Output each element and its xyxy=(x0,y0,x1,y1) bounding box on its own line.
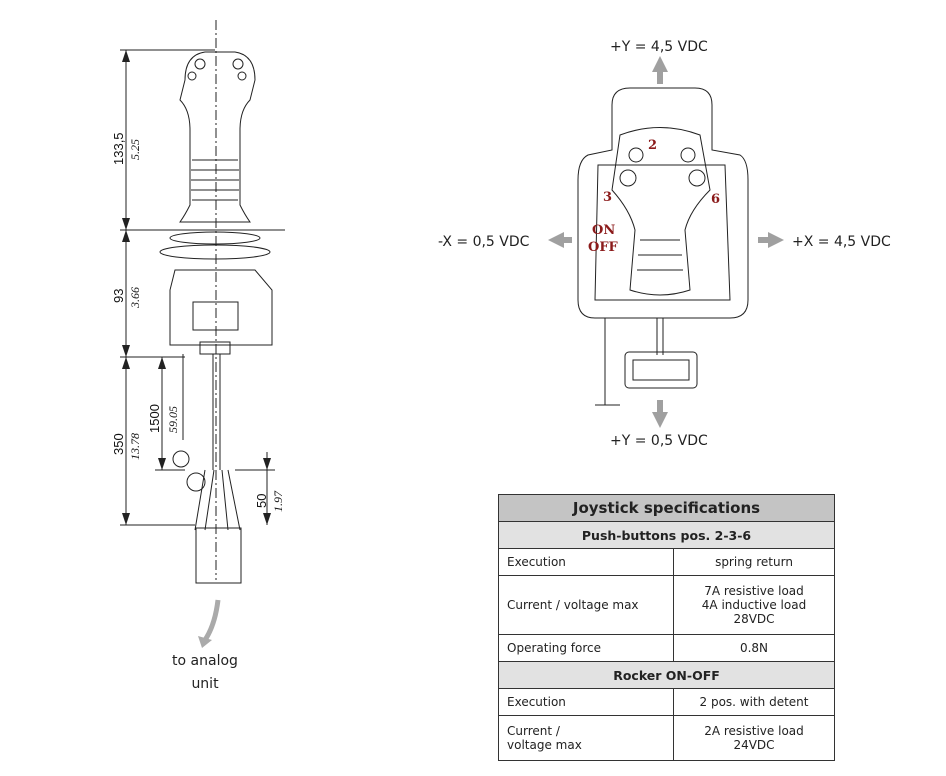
button-label-3: 3 xyxy=(603,190,612,205)
dim-ground-in: 59.05 xyxy=(166,406,180,433)
label-plus-y-top: +Y = 4,5 VDC xyxy=(610,39,708,55)
row-value: 7A resistive load 4A inductive load 28VD… xyxy=(673,575,835,635)
row-label: Operating force xyxy=(498,634,674,662)
label-minus-x: -X = 0,5 VDC xyxy=(438,234,530,250)
label-plus-y-bottom: +Y = 0,5 VDC xyxy=(610,433,708,449)
label-line: voltage max xyxy=(507,738,582,752)
dim-wires-in: 1.97 xyxy=(271,490,285,512)
row-label: Current / voltage max xyxy=(498,715,674,761)
section-heading-push-buttons: Push-buttons pos. 2-3-6 xyxy=(498,521,835,549)
value-line: 7A resistive load xyxy=(704,584,804,598)
axis-arrows xyxy=(548,56,784,428)
cable-caption: to analog unit xyxy=(150,650,260,696)
dim-base-in: 3.66 xyxy=(128,287,142,309)
joystick-top-drawing: +Y = 4,5 VDC +Y = 0,5 VDC -X = 0,5 VDC +… xyxy=(438,39,891,449)
row-value: 2A resistive load 24VDC xyxy=(673,715,835,761)
section-heading-rocker: Rocker ON-OFF xyxy=(498,661,835,689)
value-line: 24VDC xyxy=(733,738,775,752)
specs-title: Joystick specifications xyxy=(498,494,835,522)
row-value: 0.8N xyxy=(673,634,835,662)
value-line: 4A inductive load xyxy=(701,598,807,612)
row-value: spring return xyxy=(673,548,835,576)
value-line: 28VDC xyxy=(733,612,775,626)
row-value: 2 pos. with detent xyxy=(673,688,835,716)
caption-line-1: to analog xyxy=(172,653,238,669)
rocker-on-label: ON xyxy=(592,223,615,238)
dim-base-mm: 93 xyxy=(111,289,126,303)
value-line: 2A resistive load xyxy=(704,724,804,738)
dim-cable-in: 13.78 xyxy=(128,433,142,460)
label-line: Current / xyxy=(507,724,560,738)
button-label-2: 2 xyxy=(648,138,657,153)
table-row: Current / voltage max 2A resistive load … xyxy=(498,715,835,761)
row-label: Execution xyxy=(498,548,674,576)
dim-handle-mm: 133,5 xyxy=(111,132,126,165)
joystick-side-drawing: 133,5 5.25 93 3.66 350 13.78 1500 59.05 … xyxy=(111,20,285,648)
caption-line-2: unit xyxy=(191,676,219,692)
dim-ground-mm: 1500 xyxy=(147,404,162,433)
dim-handle-in: 5.25 xyxy=(128,139,142,160)
row-label: Current / voltage max xyxy=(498,575,674,635)
row-label: Execution xyxy=(498,688,674,716)
dim-cable-mm: 350 xyxy=(111,433,126,455)
rocker-off-label: OFF xyxy=(588,240,619,255)
label-plus-x: +X = 4,5 VDC xyxy=(792,234,891,250)
dim-wires-mm: 50 xyxy=(254,494,269,508)
specs-table: Joystick specifications Push-buttons pos… xyxy=(498,494,835,761)
button-label-6: 6 xyxy=(711,192,720,207)
table-row: Current / voltage max 7A resistive load … xyxy=(498,575,835,635)
